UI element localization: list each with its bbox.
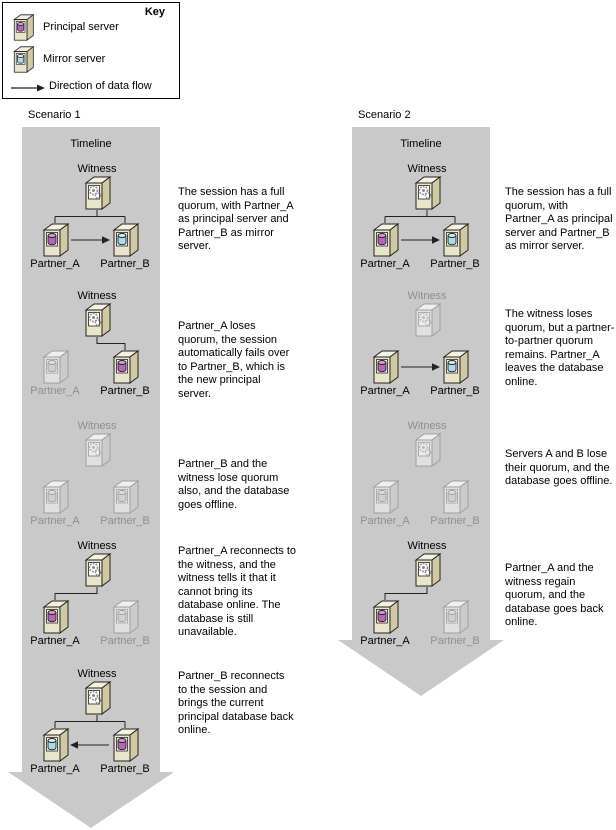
partner-a-label: Partner_A (360, 515, 410, 527)
witness-server-icon (82, 433, 112, 467)
partner-a-label: Partner_A (30, 258, 80, 270)
witness-server-icon (82, 681, 112, 715)
scenario2-label: Scenario 2 (358, 109, 411, 121)
partner-a-label: Partner_A (360, 385, 410, 397)
s1-stage-1: Witness Partner_A Partner_B (28, 163, 178, 291)
partner-b-label: Partner_B (430, 258, 480, 270)
witness-server-icon (412, 433, 442, 467)
partner-a-label: Partner_A (30, 635, 80, 647)
s2-stage-2-description: The witness loses quorum, but a partner-… (505, 308, 615, 388)
s2-stage-4: Witness Partner_A Partner_B (358, 540, 508, 668)
key-title: Key (144, 6, 165, 18)
partner-b-label: Partner_B (100, 258, 150, 270)
witness-server-icon (412, 303, 442, 337)
partner-b-label: Partner_B (430, 635, 480, 647)
partner-b-server-icon (440, 600, 470, 634)
scenario2-timeline-arrowhead (338, 640, 504, 696)
witness-label: Witness (407, 290, 447, 302)
witness-label: Witness (407, 420, 447, 432)
partner-b-server-icon (440, 223, 470, 257)
partner-b-server-icon (440, 480, 470, 514)
s2-stage-4-description: Partner_A and the witness regain quorum,… (505, 562, 604, 628)
s1-stage-3-description: Partner_B and the witness lose quorum al… (178, 458, 290, 511)
data-flow-arrow-icon (11, 84, 45, 92)
partner-b-server-icon (110, 600, 140, 634)
s2-stage-1: Witness Partner_A Partner_B (358, 163, 508, 291)
s1-stage-2: Witness Partner_A Partner_B (28, 290, 178, 418)
partner-a-server-icon (40, 350, 70, 384)
connector-lines (54, 587, 98, 600)
key-box: Key Principal server Mirror server Direc… (2, 2, 180, 99)
partner-b-label: Partner_B (430, 515, 480, 527)
connector-lines (384, 210, 456, 244)
s2-stage-3-description: Servers A and B lose their quorum, and t… (505, 448, 613, 487)
connector-lines (384, 587, 428, 600)
witness-label: Witness (407, 540, 447, 552)
partner-a-label: Partner_A (360, 258, 410, 270)
partner-a-server-icon (40, 480, 70, 514)
partner-a-label: Partner_A (30, 385, 80, 397)
partner-a-server-icon (40, 223, 70, 257)
connector-lines (54, 715, 126, 749)
scenario1-timeline-label: Timeline (70, 138, 112, 150)
witness-label: Witness (77, 668, 117, 680)
partner-b-server-icon (110, 350, 140, 384)
witness-label: Witness (77, 420, 117, 432)
s2-stage-3: Witness Partner_A Partner_B (358, 420, 508, 548)
s1-stage-4: Witness Partner_A Partner_B (28, 540, 178, 668)
partner-a-server-icon (40, 600, 70, 634)
partner-a-server-icon (370, 480, 400, 514)
key-flow-label: Direction of data flow (49, 80, 152, 92)
partner-a-server-icon (370, 350, 400, 384)
partner-a-server-icon (370, 600, 400, 634)
partner-b-label: Partner_B (100, 635, 150, 647)
partner-b-label: Partner_B (100, 515, 150, 527)
witness-server-icon (82, 176, 112, 210)
scenario2-timeline-label: Timeline (400, 138, 442, 150)
partner-b-server-icon (110, 480, 140, 514)
s1-stage-5: Witness Partner_A Partner_B (28, 668, 178, 796)
partner-b-label: Partner_B (430, 385, 480, 397)
witness-label: Witness (407, 163, 447, 175)
witness-label: Witness (77, 163, 117, 175)
partner-b-server-icon (110, 728, 140, 762)
connector-lines (96, 337, 126, 350)
key-mirror-label: Mirror server (43, 53, 106, 65)
witness-server-icon (82, 303, 112, 337)
scenario1-timeline-arrowhead (8, 772, 174, 828)
s1-stage-2-description: Partner_A loses quorum, the session auto… (178, 320, 290, 400)
partner-a-server-icon (370, 223, 400, 257)
witness-server-icon (412, 176, 442, 210)
s1-stage-5-description: Partner_B reconnects to the session and … (178, 670, 294, 736)
partner-b-server-icon (440, 350, 470, 384)
scenario1-label: Scenario 1 (28, 109, 81, 121)
connector-lines (54, 210, 126, 244)
partner-b-label: Partner_B (100, 385, 150, 397)
key-principal-label: Principal server (43, 21, 119, 33)
witness-server-icon (412, 553, 442, 587)
partner-b-server-icon (110, 223, 140, 257)
partner-a-label: Partner_A (30, 515, 80, 527)
witness-server-icon (82, 553, 112, 587)
witness-label: Witness (77, 540, 117, 552)
s1-stage-4-description: Partner_A reconnects to the witness, and… (178, 545, 297, 638)
s2-stage-2: Witness Partner_A Partner_B (358, 290, 508, 418)
s2-stage-1-description: The session has a full quorum, with Part… (505, 186, 613, 252)
partner-b-label: Partner_B (100, 763, 150, 775)
witness-label: Witness (77, 290, 117, 302)
partner-a-label: Partner_A (30, 763, 80, 775)
partner-a-server-icon (40, 728, 70, 762)
partner-a-label: Partner_A (360, 635, 410, 647)
principal-server-icon (11, 14, 35, 41)
s1-stage-1-description: The session has a full quorum, with Part… (178, 186, 293, 252)
connector-lines (401, 363, 440, 371)
mirror-server-icon (11, 46, 35, 73)
s1-stage-3: Witness Partner_A Partner_B (28, 420, 178, 548)
